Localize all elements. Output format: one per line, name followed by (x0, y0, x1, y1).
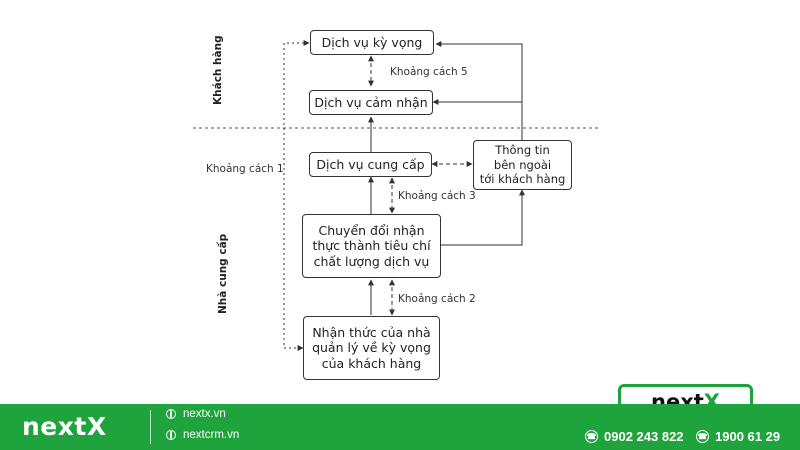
website-link-nextx[interactable]: nextx.vn (166, 408, 226, 420)
gap3-label: Khoảng cách 3 (398, 190, 476, 202)
phone-icon: ☎ (585, 430, 598, 443)
hotline-number[interactable]: 1900 61 29 (715, 429, 781, 444)
management-perception-box: Nhận thức của nhà quản lý về kỳ vọng của… (303, 316, 440, 380)
phone-contact[interactable]: ☎ 0902 243 822 (585, 429, 684, 444)
provider-zone-label: Nhà cung cấp (217, 233, 229, 314)
external-communication-box: Thông tin bên ngoài tới khách hàng (473, 140, 572, 190)
globe-icon (166, 409, 176, 419)
gap1-arrow (283, 40, 310, 351)
service-quality-spec-box: Chuyển đổi nhận thực thành tiêu chí chất… (302, 214, 441, 278)
footer-logo: nextX (22, 412, 107, 441)
delivered-service-box: Dịch vụ cung cấp (309, 152, 432, 177)
gap1-label: Khoảng cách 1 (206, 163, 284, 175)
website-link-label[interactable]: nextcrm.vn (183, 429, 240, 441)
diagram-connectors (193, 40, 598, 351)
gap2-label: Khoảng cách 2 (398, 293, 476, 305)
footer-brand-prefix: next (22, 412, 87, 441)
footer-bar: nextX nextx.vn nextcrm.vn ☎ 0902 243 822… (0, 404, 800, 450)
globe-icon (166, 430, 176, 440)
website-link-label[interactable]: nextx.vn (183, 408, 226, 420)
footer-divider (150, 410, 151, 444)
hotline-icon: ☎ (696, 430, 709, 443)
external-to-expected-arrow (435, 41, 523, 140)
hotline-contact[interactable]: ☎ 1900 61 29 (696, 429, 780, 444)
customer-zone-label: Khách hàng (212, 35, 224, 105)
website-link-nextcrm[interactable]: nextcrm.vn (166, 429, 239, 441)
gap5-label: Khoảng cách 5 (390, 66, 468, 78)
expected-service-box: Dịch vụ kỳ vọng (310, 30, 434, 55)
phone-number[interactable]: 0902 243 822 (604, 429, 684, 444)
perceived-service-box: Dịch vụ cảm nhận (309, 90, 433, 115)
footer-brand-suffix: X (86, 412, 107, 441)
translation-to-external-arrow (441, 189, 525, 246)
